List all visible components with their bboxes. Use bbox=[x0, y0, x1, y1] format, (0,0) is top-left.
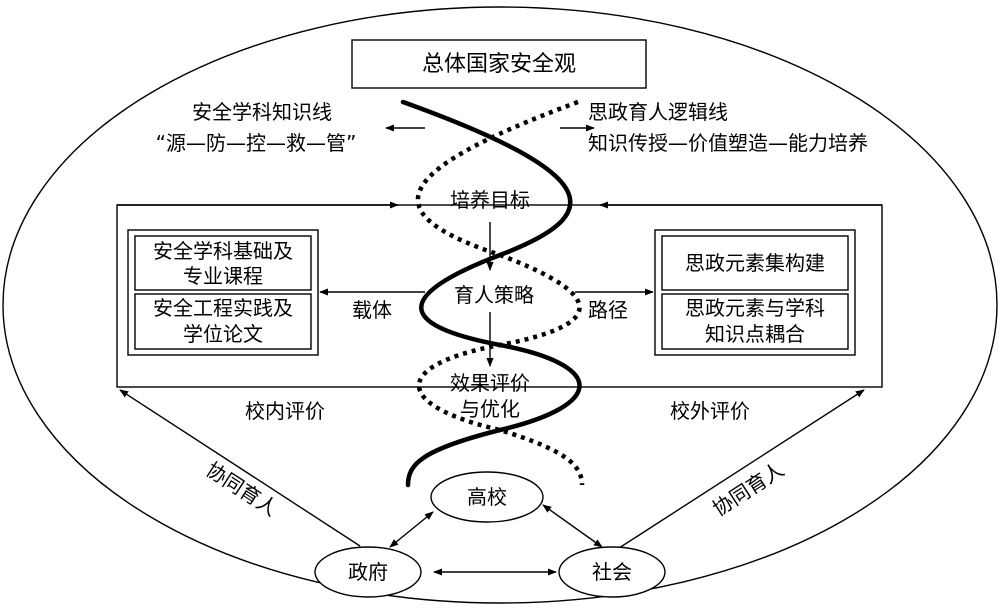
collab-right-arrow bbox=[615, 389, 865, 551]
right-box-2-line1: 思政元素与学科 bbox=[685, 296, 825, 320]
outer-ellipse bbox=[2, 6, 998, 604]
carrier-label: 载体 bbox=[352, 298, 392, 322]
left-line-title: 安全学科知识线 bbox=[192, 100, 332, 124]
right-line-title: 思政育人逻辑线 bbox=[588, 100, 728, 124]
collab-right-label: 协同育人 bbox=[708, 457, 788, 521]
node-government bbox=[314, 546, 422, 598]
helix-solid-strand bbox=[400, 99, 582, 488]
helix-dotted-strand bbox=[415, 99, 585, 486]
right-box-1-line1: 思政元素集构建 bbox=[685, 251, 825, 275]
right-line-detail: 知识传授—价值塑造—能力培养 bbox=[588, 131, 868, 155]
node-society-label: 社会 bbox=[592, 560, 632, 584]
top-title-box bbox=[351, 39, 647, 89]
left-line-detail: “源—防—控—救—管” bbox=[156, 131, 357, 155]
collab-left-arrow bbox=[119, 389, 361, 547]
middle-frame bbox=[116, 204, 883, 388]
right-box-2 bbox=[661, 293, 849, 350]
school-society-connector bbox=[542, 504, 603, 548]
left-box-1-line1: 安全学科基础及 bbox=[153, 239, 293, 263]
eval-right-label: 校外评价 bbox=[670, 399, 750, 423]
path-label: 路径 bbox=[588, 298, 628, 322]
right-box-1 bbox=[661, 235, 849, 291]
node-school-label: 高校 bbox=[467, 485, 507, 509]
center-strategy: 育人策略 bbox=[454, 283, 534, 307]
eval-left-label: 校内评价 bbox=[245, 399, 325, 423]
center-goal: 培养目标 bbox=[450, 188, 530, 212]
center-evaluation-line1: 效果评价 bbox=[450, 371, 530, 395]
center-evaluation-line2: 与优化 bbox=[460, 397, 520, 421]
top-title: 总体国家安全观 bbox=[422, 52, 576, 77]
school-government-connector bbox=[389, 511, 434, 548]
left-panel-outer bbox=[127, 229, 319, 356]
left-box-2-line2: 学位论文 bbox=[183, 322, 263, 346]
left-box-1-line2: 专业课程 bbox=[183, 264, 263, 288]
collab-left-label: 协同育人 bbox=[202, 457, 282, 521]
left-box-2 bbox=[134, 293, 312, 350]
right-box-2-line2: 知识点耦合 bbox=[705, 322, 805, 346]
left-box-1 bbox=[134, 235, 312, 291]
node-society bbox=[558, 546, 666, 598]
node-school bbox=[430, 471, 544, 523]
right-panel-outer bbox=[654, 229, 856, 356]
node-government-label: 政府 bbox=[348, 560, 388, 584]
left-box-2-line1: 安全工程实践及 bbox=[153, 296, 293, 320]
